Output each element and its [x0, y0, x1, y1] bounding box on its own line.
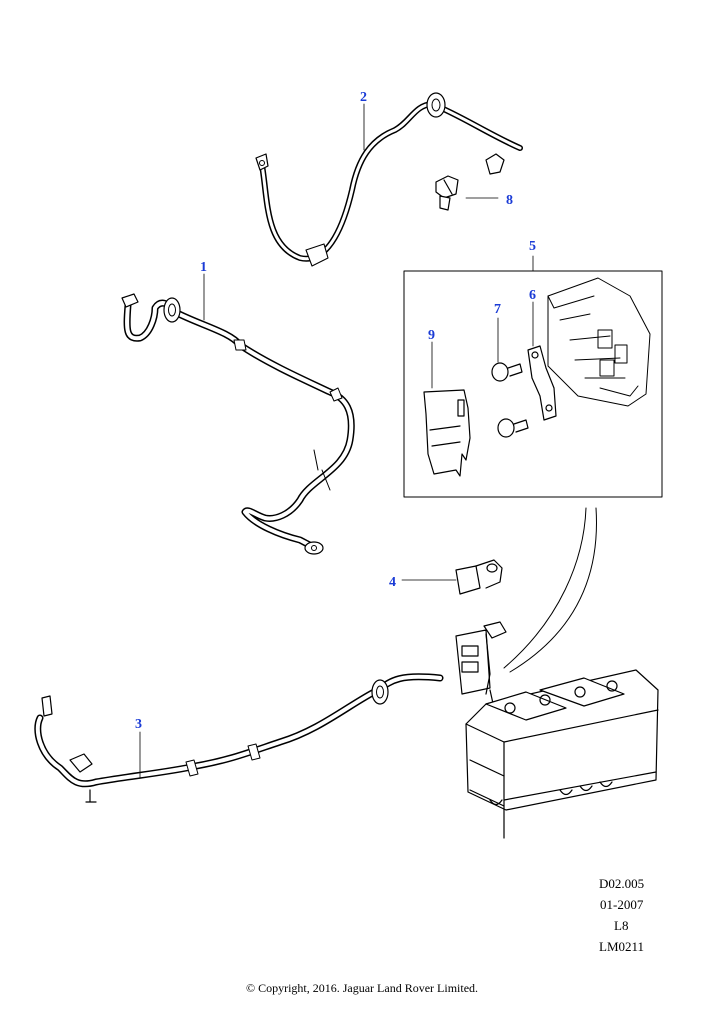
fuse-box-5 [547, 277, 651, 407]
battery-cable-1 [121, 293, 355, 555]
reference-illustration: LM0211 [599, 939, 645, 954]
battery [465, 669, 659, 839]
busbar-link-6 [527, 345, 557, 421]
callout-3: 3 [135, 717, 142, 732]
callout-6: 6 [529, 288, 536, 303]
battery-clamp [455, 621, 507, 713]
terminal-cover-4 [455, 559, 503, 595]
callout-7: 7 [494, 302, 501, 317]
battery-cable-2 [255, 92, 523, 267]
callout-1: 1 [200, 260, 207, 275]
bolt-7 [491, 362, 529, 438]
callout-9: 9 [428, 328, 435, 343]
callout-2: 2 [360, 90, 367, 105]
reference-code: D02.005 [599, 876, 645, 891]
reference-model: L8 [614, 918, 629, 933]
callout-4: 4 [389, 575, 396, 590]
cover-9 [423, 389, 471, 477]
battery-cable-3 [34, 673, 444, 803]
box-to-battery-leader [503, 507, 597, 673]
reference-date: 01-2007 [600, 897, 644, 912]
callout-leaders [139, 103, 499, 779]
copyright-notice: © Copyright, 2016. Jaguar Land Rover Lim… [245, 981, 479, 995]
callout-8: 8 [506, 193, 513, 208]
clip-8 [435, 175, 459, 211]
callout-leaders-box [431, 255, 534, 389]
callout-5: 5 [529, 239, 536, 254]
